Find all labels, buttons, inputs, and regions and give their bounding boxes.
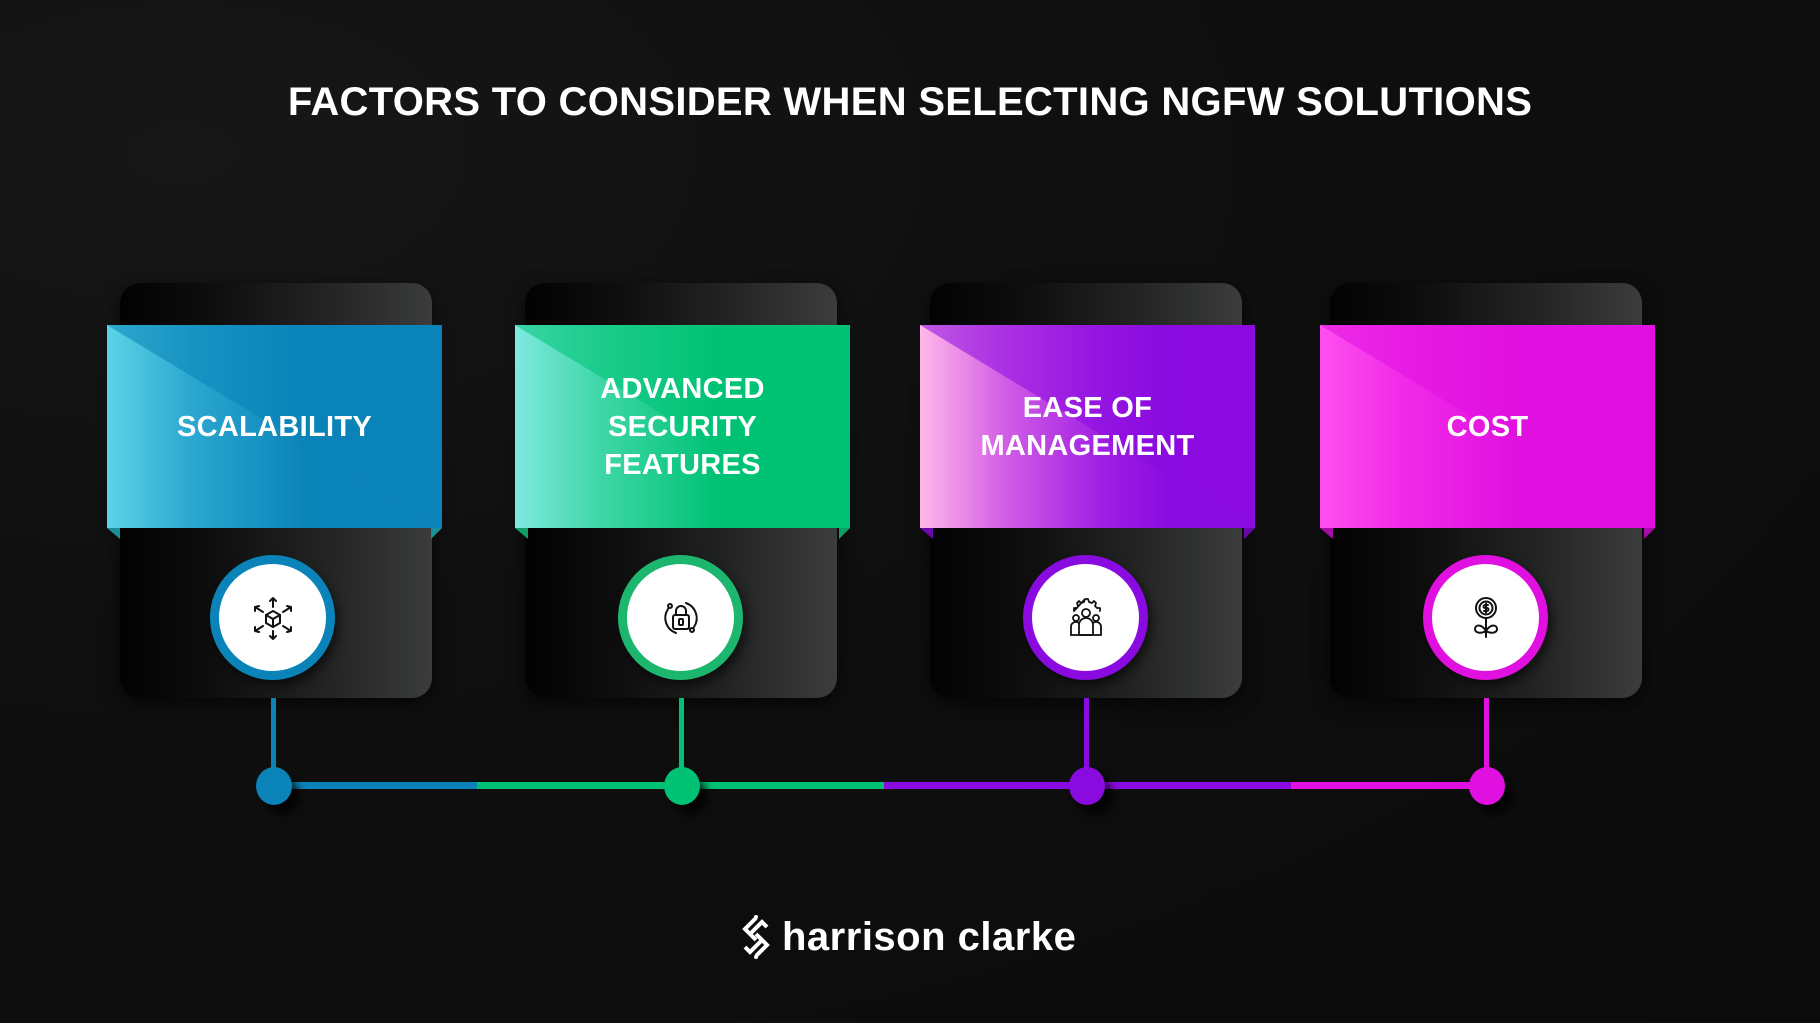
cost-money-plant-icon [1473,596,1498,638]
ribbon-fold [1244,528,1255,539]
factor-ribbon-security: ADVANCED SECURITY FEATURES [515,325,850,539]
brand-logo: harrison clarke [740,912,1076,962]
label-line: MANAGEMENT [980,429,1195,462]
ribbon-fold [107,528,120,539]
ribbon-fold [920,528,933,539]
ribbon-fold [1320,528,1333,539]
cost-icon-badge [1423,555,1548,680]
timeline-stem-cost [1484,698,1489,786]
timeline-stem-security [679,698,684,786]
security-lock-cycle-icon [663,601,698,634]
label-line: FEATURES [604,448,761,481]
brand-wordmark: harrison clarke [782,914,1077,959]
timeline-dot-scalability [256,767,292,805]
ribbon-fold [1644,528,1655,539]
page-title: FACTORS TO CONSIDER WHEN SELECTING NGFW … [287,80,1533,124]
timeline-segment-cost [1291,782,1487,789]
factor-label-scalability: SCALABILITY [176,410,372,443]
label-line: SECURITY [607,410,758,443]
factor-ribbon-cost: COST [1320,325,1655,539]
security-icon-badge [618,555,743,680]
factor-label-security: ADVANCED SECURITY FEATURES [600,370,765,484]
scalability-cube-arrows-icon [253,596,292,640]
timeline-dot-cost [1469,767,1505,805]
ribbon-fold [515,528,528,539]
factor-ribbon-management: EASE OF MANAGEMENT [920,325,1255,539]
management-team-gear-icon [1069,597,1102,636]
timeline-dot-security [664,767,700,805]
timeline-stem-management [1084,698,1089,786]
ribbon-fold [839,528,850,539]
factor-label-management: EASE OF MANAGEMENT [980,389,1194,465]
label-line: EASE OF [1022,391,1153,424]
timeline-segment-scalability [274,782,477,789]
harrison-clarke-logo-icon [742,915,770,959]
timeline-stem-scalability [271,698,276,786]
ribbon-fold [431,528,442,539]
factor-label-cost: COST [1446,410,1529,443]
factor-ribbon-scalability: SCALABILITY [107,325,442,539]
timeline-dot-management [1069,767,1105,805]
scalability-icon-badge [210,555,335,680]
management-icon-badge [1023,555,1148,680]
label-line: ADVANCED [600,372,765,405]
